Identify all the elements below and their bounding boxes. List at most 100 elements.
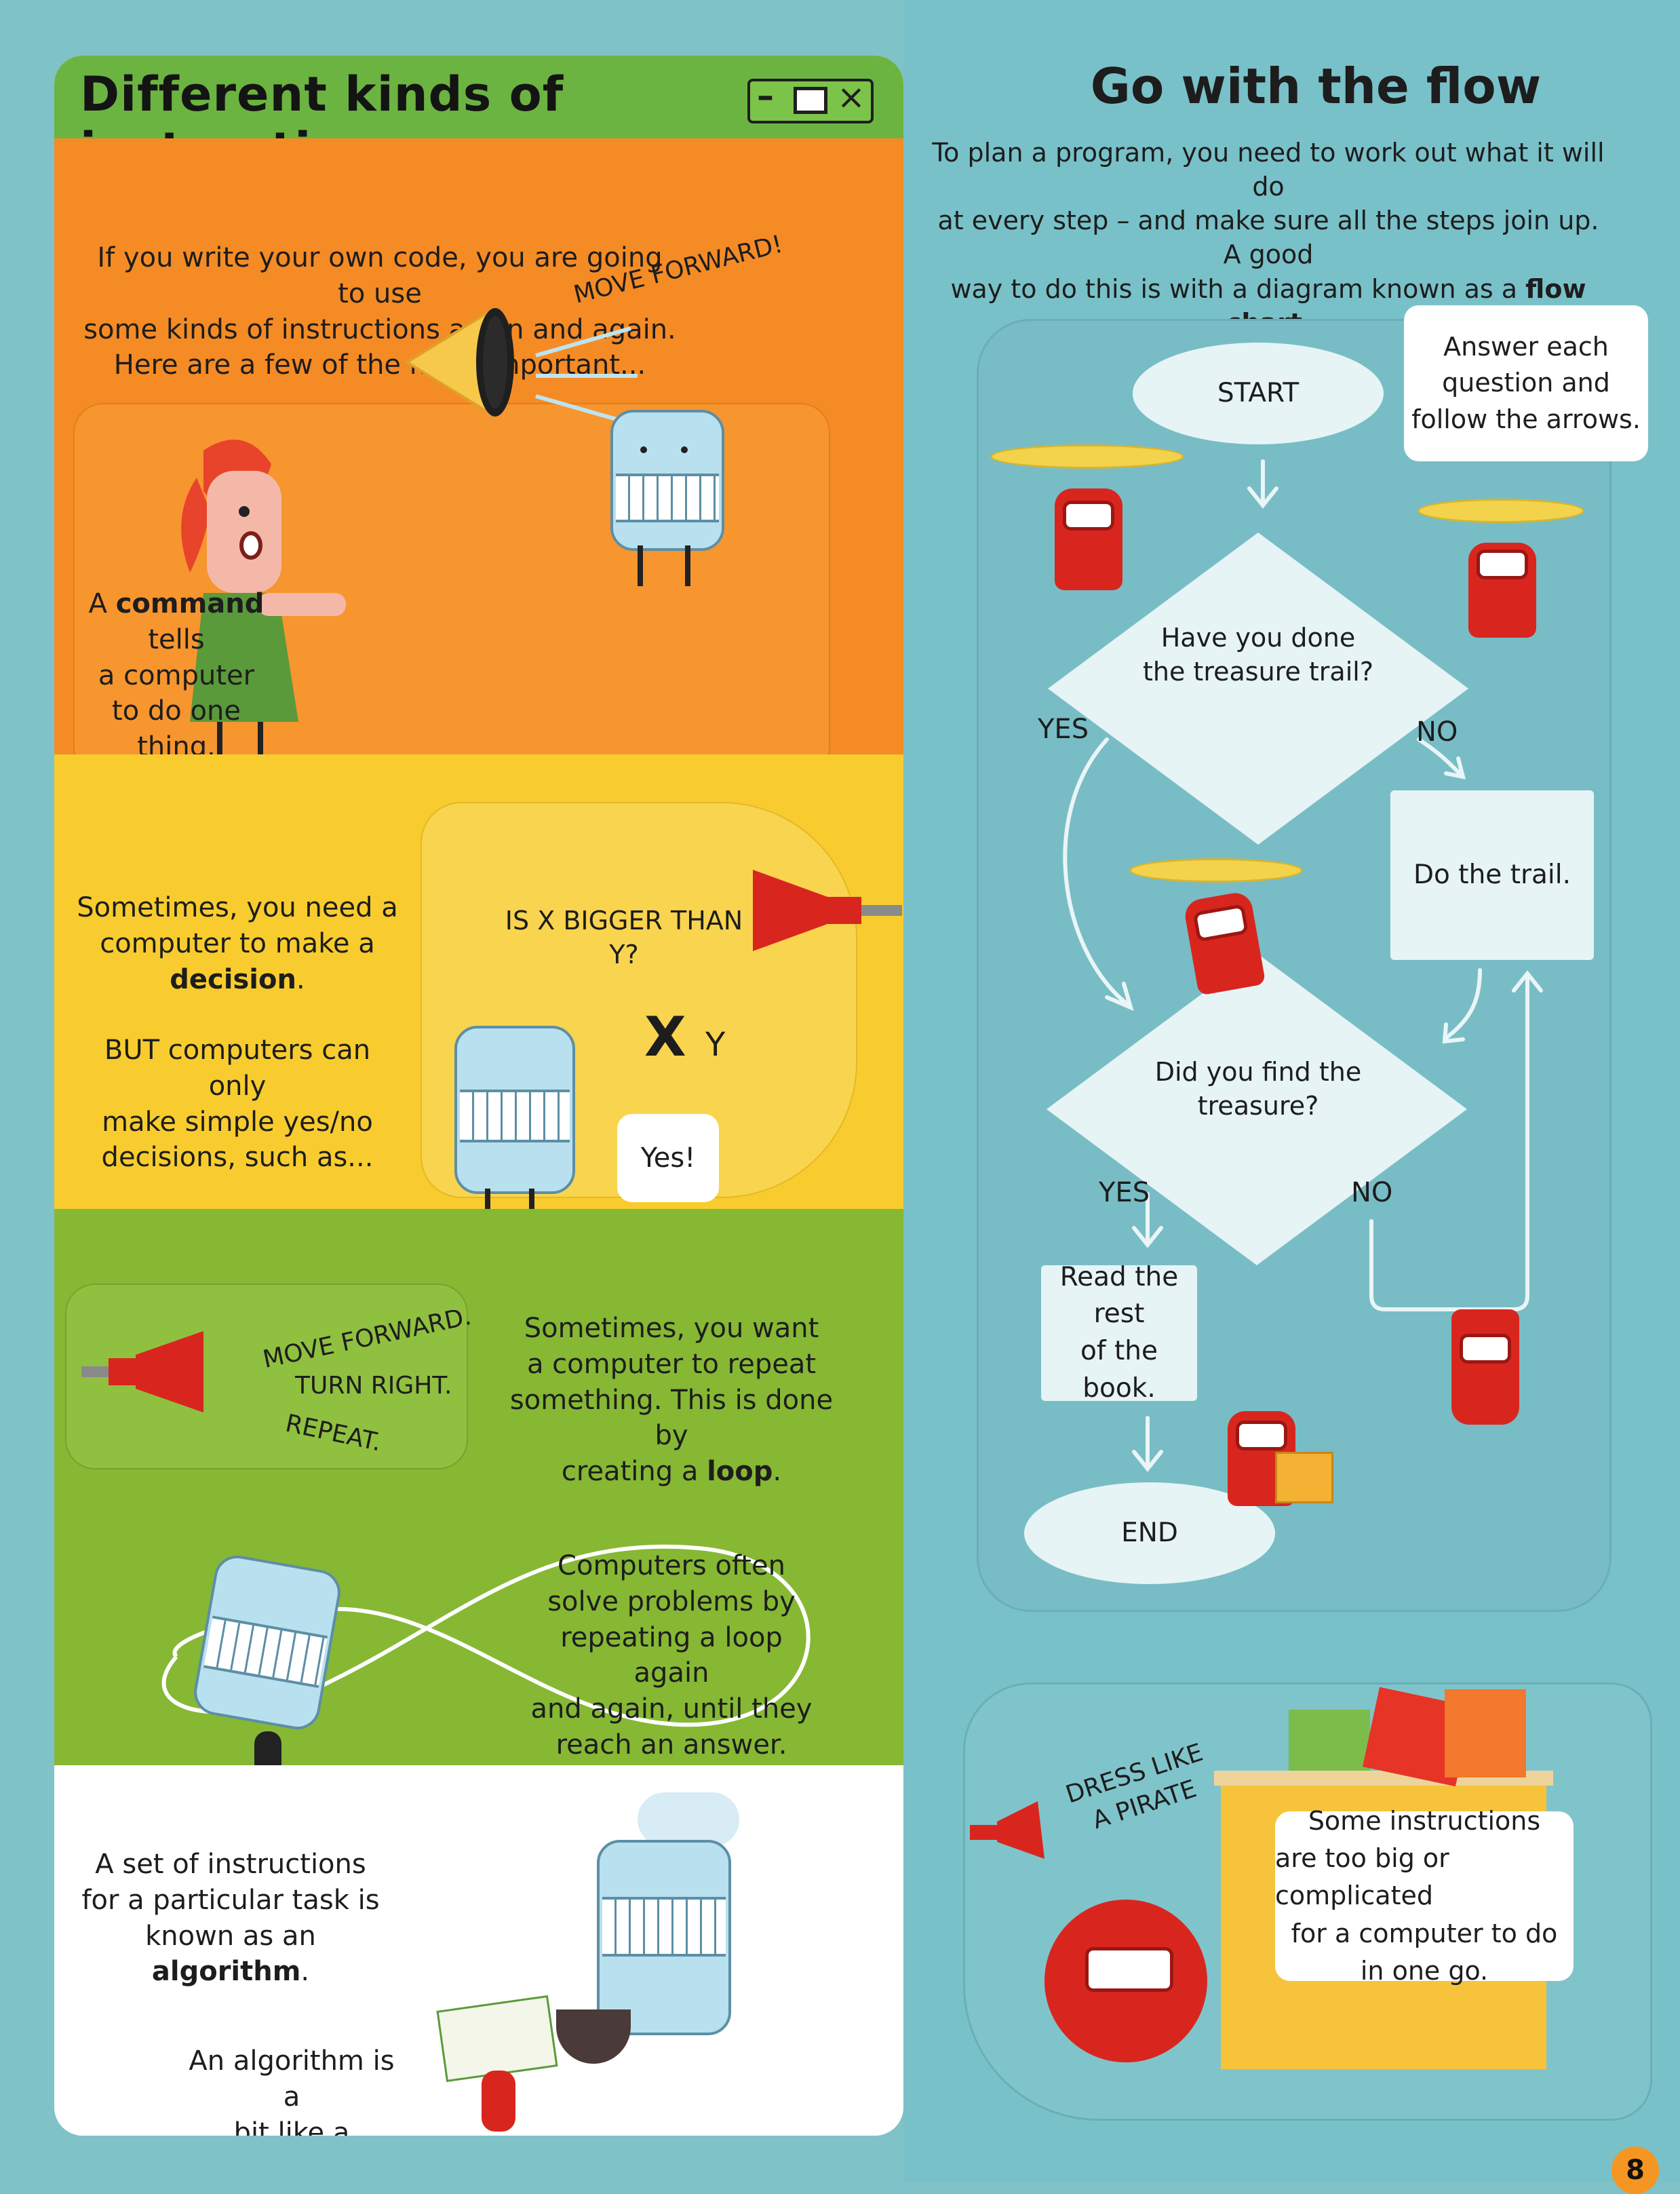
shout-is-x-bigger: IS X BIGGER THAN Y?: [505, 906, 743, 970]
goggles-icon: [1236, 1421, 1287, 1450]
tip-bubble: Answer each question and follow the arro…: [1404, 305, 1648, 461]
round-red-robot: [1044, 1900, 1207, 2062]
yes-bubble: Yes!: [617, 1114, 719, 1202]
loop-text: Sometimes, you want a computer to repeat…: [502, 1311, 841, 1490]
solve-line-5: reach an answer.: [555, 1729, 787, 1760]
robot-teeth: [203, 1615, 328, 1689]
decision-line-3: BUT computers can only: [104, 1035, 371, 1102]
goggles-icon: [1063, 501, 1114, 531]
right-intro-line-2: at every step – and make sure all the st…: [937, 206, 1599, 270]
propeller-icon: [1418, 499, 1584, 523]
flowchart-arrows: [1063, 459, 1543, 1472]
question-2-line-1: Did you find the: [1154, 1057, 1362, 1087]
heli-robot-upside-down: [1451, 1309, 1519, 1425]
solve-line-2: solve problems by: [547, 1585, 796, 1617]
pirate-line-3: for a computer to do: [1291, 1918, 1558, 1948]
loop-section: MOVE FORWARD. TURN RIGHT. REPEAT. Someti…: [54, 1209, 903, 1820]
question-1-line-2: the treasure trail?: [1142, 657, 1373, 687]
green-book-icon: [1289, 1710, 1370, 1771]
recipe-text: An algorithm is a bit like a recipe...: [176, 2043, 407, 2136]
robot-body: [610, 410, 724, 551]
question-2: Did you find the treasure?: [1112, 1055, 1404, 1123]
robot-eye-left: [640, 446, 647, 453]
solve-line-3: repeating a loop again: [560, 1621, 783, 1689]
loop-shout-2: TURN RIGHT.: [295, 1372, 452, 1400]
propeller-icon: [990, 444, 1184, 469]
loop-line-3: something. This is done by: [509, 1384, 834, 1452]
decision-line-1: Sometimes, you need a: [77, 892, 398, 923]
yes-label-1: YES: [1038, 714, 1089, 745]
right-intro: To plan a program, you need to work out …: [929, 136, 1607, 340]
question-1: Have you done the treasure trail?: [1112, 621, 1404, 689]
decision-section: Sometimes, you need a computer to make a…: [54, 754, 903, 1263]
start-node: START: [1133, 343, 1384, 444]
title-bar: Different kinds of instructions – ×: [54, 56, 903, 178]
command-line-1: A command tells: [88, 588, 265, 655]
heli-robot-reading: [1228, 1411, 1295, 1506]
end-node: END: [1024, 1482, 1275, 1584]
right-intro-line-3: way to do this is with a diagram known a…: [950, 273, 1586, 338]
algorithm-line-3: known as an algorithm.: [145, 1920, 316, 1988]
no-label-1: NO: [1416, 716, 1458, 748]
loop-line-4: creating a loop.: [561, 1456, 782, 1488]
recipe-line-1: An algorithm is a: [189, 2045, 395, 2113]
robot-leg: [685, 545, 690, 586]
algorithm-text: A set of instructions for a particular t…: [68, 1847, 393, 1990]
intro-line-2: some kinds of instructions again and aga…: [83, 313, 676, 345]
tip-line-1: Answer each: [1443, 332, 1609, 362]
read-line-1: Read the rest: [1059, 1261, 1179, 1330]
command-section: If you write your own code, you are goin…: [54, 138, 903, 809]
do-trail-node: Do the trail.: [1390, 790, 1594, 960]
loop-line-1: Sometimes, you want: [524, 1313, 819, 1344]
question-2-line-2: treasure?: [1197, 1091, 1319, 1121]
heli-robot-1: [1055, 488, 1122, 590]
loop-line-2: a computer to repeat: [526, 1348, 817, 1380]
yes-label-2: YES: [1099, 1177, 1150, 1208]
algorithm-line-1: A set of instructions: [95, 1849, 366, 1880]
chef-hat-icon: [638, 1792, 739, 1847]
decision-line-5: decisions, such as...: [101, 1142, 374, 1174]
robot-teeth: [602, 1897, 726, 1957]
robot-body-chef: [597, 1840, 731, 2035]
decision-diamond-1: [1048, 533, 1468, 845]
megaphone-icon: [404, 305, 514, 419]
read-line-2: of the book.: [1080, 1336, 1158, 1404]
goggles-icon: [1477, 550, 1528, 579]
pirate-line-2: are too big or complicated: [1275, 1843, 1449, 1911]
tip-line-2: question and: [1442, 368, 1610, 398]
red-megaphone-icon: [81, 1331, 203, 1412]
robot-body-decision: [454, 1026, 575, 1194]
robot-leg: [638, 545, 643, 586]
decision-line-4: make simple yes/no: [102, 1106, 373, 1138]
pirate-line-4: in one go.: [1360, 1955, 1489, 1986]
goggles-icon: [1460, 1334, 1511, 1364]
command-line-2: a computer: [98, 659, 255, 691]
intro-text: If you write your own code, you are goin…: [81, 240, 678, 383]
red-megaphone-icon: [970, 1801, 1044, 1859]
decision-line-2: computer to make a decision.: [100, 927, 375, 995]
robot-teeth: [616, 474, 719, 522]
question-1-line-1: Have you done: [1160, 623, 1356, 653]
robot-eye-right: [681, 446, 688, 453]
book-icon: [1275, 1452, 1333, 1503]
no-label-2: NO: [1351, 1177, 1393, 1208]
solve-line-4: and again, until they: [530, 1693, 813, 1725]
algorithm-line-2: for a particular task is: [81, 1884, 380, 1916]
close-icon: ×: [837, 77, 865, 117]
robot-leg: [529, 1189, 534, 1223]
heli-robot-2: [1468, 543, 1536, 638]
red-megaphone-icon: [753, 870, 902, 951]
pirate-line-1: Some instructions: [1308, 1806, 1541, 1836]
y-letter: Y: [705, 1026, 726, 1064]
pirate-bubble: Some instructions are too big or complic…: [1275, 1806, 1574, 1986]
algorithm-section: A set of instructions for a particular t…: [54, 1765, 903, 2136]
right-title: Go with the flow: [1090, 58, 1542, 115]
solve-text: Computers often solve problems by repeat…: [529, 1548, 814, 1763]
orange-book-icon: [1445, 1689, 1526, 1777]
solve-line-1: Computers often: [558, 1550, 785, 1581]
propeller-icon: [1129, 858, 1303, 883]
recipe-line-2: bit like a recipe...: [233, 2117, 350, 2136]
command-text: A command tells a computer to do one thi…: [88, 586, 265, 765]
read-rest-node: Read the rest of the book.: [1041, 1262, 1197, 1404]
tip-line-3: follow the arrows.: [1411, 404, 1641, 434]
